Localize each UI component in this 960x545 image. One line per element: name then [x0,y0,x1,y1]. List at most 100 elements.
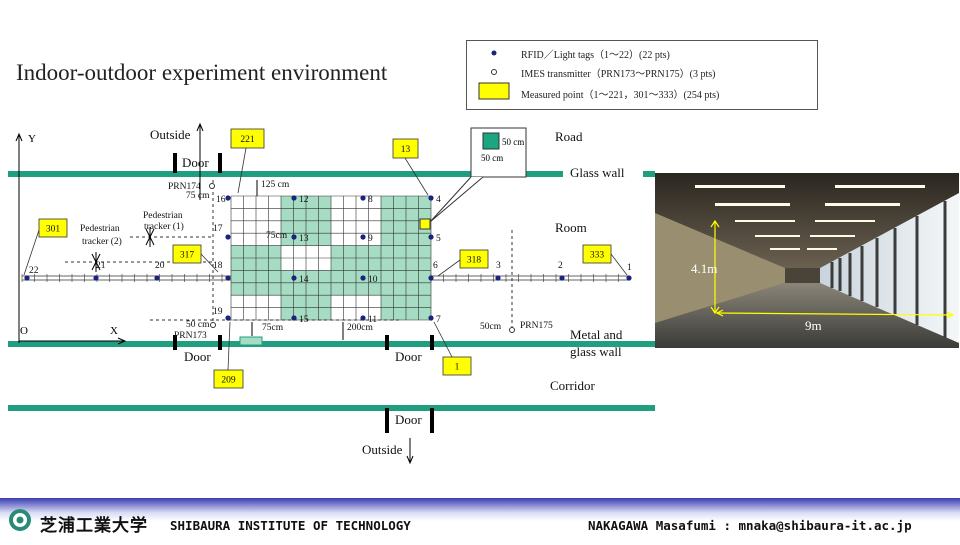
door-corridor-label: Door [395,412,422,427]
rfid-tag-dot [93,275,99,281]
rfid-tag-label: 20 [155,261,165,271]
axis-x-label: X [110,325,118,337]
dimension-lines [196,122,414,465]
prn174-label: PRN174 [168,182,201,192]
walls [8,171,655,411]
callout-leader-line [237,147,247,194]
rfid-tag-dot [225,234,231,240]
callout-leader-line [610,253,628,276]
photo-height-label: 4.1m [691,261,717,276]
callout-leader-line [404,157,429,196]
legend-rfid: RFID／Light tags（1～22）(22 pts) [521,50,670,61]
pedestrian-tracker-2-icon [91,252,101,272]
prn173-label: PRN173 [174,331,207,341]
outside-down-arrow-icon [406,455,414,465]
outside-up-arrow-icon [196,122,204,132]
rfid-tag-label: 19 [213,307,223,317]
callout-label: 318 [467,256,482,266]
callout-leader-line [200,253,219,273]
callout-label: 333 [590,251,605,261]
measured-point-callout [582,244,612,264]
callout-leader-line [23,229,40,276]
ped2-label-2: tracker (2) [82,236,122,247]
photo-ceiling [655,173,959,268]
door-bm-label: Door [395,349,422,364]
rfid-tag-dot [360,195,366,201]
legend: RFID／Light tags（1～22）(22 pts) IMES trans… [466,40,818,110]
tracker-track [21,274,630,282]
rfid-tag-label: 5 [436,234,441,244]
rfid-tag-dot [291,275,297,281]
rfid-tag-dot [225,195,231,201]
rfid-tag-label: 6 [433,261,438,271]
ped1-label-1: Pedestrian [143,211,183,221]
width-arrow-right-icon [946,311,955,319]
rfid-tag-label: 1 [627,263,632,273]
rfid-tag-dot [495,275,501,281]
rfid-tag-dot [428,195,434,201]
measured-point-callout [442,356,472,376]
road-label: Road [555,129,583,144]
corridor-wall-line [8,405,655,411]
imes-circle-icon [491,69,497,75]
rfid-tag-dot [225,315,231,321]
legend-imes: IMES transmitter（PRN173～PRN175）(3 pts) [521,69,716,80]
rfid-tag-label: 16 [216,195,226,205]
glass-wall-line-end [643,171,655,177]
prn175-label: PRN175 [520,321,553,331]
imes-prn174-icon [209,183,215,189]
height-arrow-up-icon [710,219,720,228]
measured-point-callout [172,244,202,264]
callout-dim-b: 50 cm [481,153,503,163]
y-axis-arrow-icon [15,132,23,142]
callout-label: 209 [221,376,236,386]
photo-floor [655,283,959,348]
rfid-tag-label: 9 [368,234,373,244]
dim-75-top-label: 75 cm [186,191,210,201]
ped2-label-1: Pedestrian [80,224,120,234]
rfid-tag-label: 7 [436,315,441,325]
glass-wall-line [8,171,563,177]
metal-glass-wall-label-1: Metal and [570,327,623,342]
callout-cell-swatch [482,132,500,150]
rfid-tag-label: 22 [29,266,39,276]
rfid-tag-label: 8 [368,195,373,205]
origin-label: O [20,325,28,337]
imes-prn175-icon [509,327,515,333]
rfid-tag-dot [559,275,565,281]
rfid-tag-label: 10 [368,275,378,285]
door-top-label: Door [182,155,209,170]
callout-dim-a: 50 cm [502,137,524,147]
rfid-tag-dot [626,275,632,281]
corridor-photo: 4.1m 9m [655,173,959,348]
footer-institute-name: SHIBAURA INSTITUTE OF TECHNOLOGY [170,518,411,533]
rfid-tag-dot [24,275,30,281]
callout-label: 221 [240,135,255,145]
dim-75-bottom-label: 75cm [262,323,284,333]
measured-point-callout [38,218,68,238]
outside-top-label: Outside [150,127,191,142]
rfid-tag-label: 4 [436,195,441,205]
callout-measured-point [419,218,431,230]
doors [173,153,434,433]
room-label: Room [555,220,587,235]
pedestrian-tracker-1-icon [145,227,155,247]
zoom-callout [419,127,527,230]
dim-125-label: 125 cm [261,180,290,190]
measured-point-callout [213,369,244,389]
callout-leader-line [433,321,453,358]
outside-bottom-label: Outside [362,442,403,457]
rfid-tag-dot [428,234,434,240]
photo-width-label: 9m [805,318,822,333]
dim-75-mid-label: 75cm [266,231,288,241]
ped1-label-2: tracker (1) [144,221,184,232]
measured-point-swatch [478,82,510,100]
photo-windows [820,193,959,343]
footer [0,498,960,540]
axes [15,132,127,345]
imes-prn173-icon [210,322,216,328]
photo-ceiling-lights [695,185,925,250]
glass-wall-label: Glass wall [570,165,625,180]
